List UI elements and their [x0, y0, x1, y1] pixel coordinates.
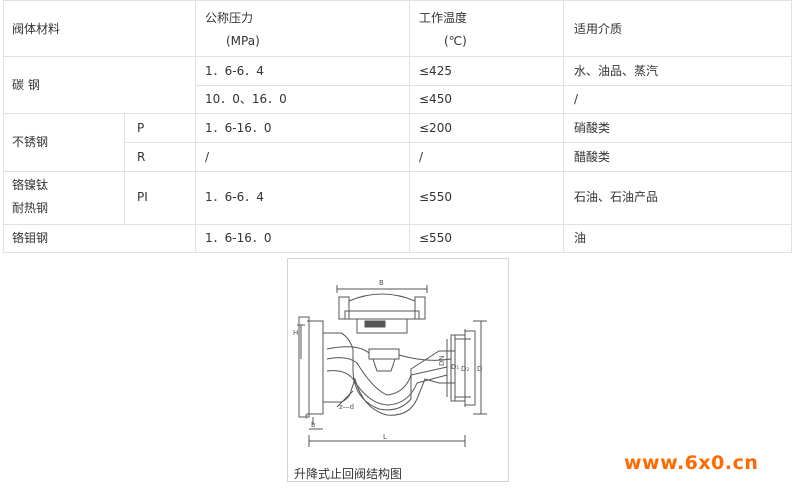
row-stainless-material: 不锈钢 — [12, 135, 49, 149]
row-stainless-pressure-r: / — [205, 150, 210, 164]
dim-label-f: f — [305, 413, 308, 421]
row-cr-mo-pressure: 1．6-16．0 — [205, 231, 272, 245]
row-cr-ni-ti-temperature: ≤550 — [419, 190, 452, 204]
row-cr-ni-ti-code: PI — [137, 190, 148, 204]
header-temperature: 工作温度 — [419, 11, 468, 25]
header-pressure: 公称压力 — [205, 11, 254, 25]
row-stainless-code-r: R — [137, 150, 146, 164]
row-stainless-temperature-p: ≤200 — [419, 121, 452, 135]
dim-label-z-d: z—d — [339, 403, 354, 411]
row-carbon-steel-temperature-1: ≤425 — [419, 64, 452, 78]
row-cr-mo-temperature: ≤550 — [419, 231, 452, 245]
dim-label-d2: D₂ — [461, 365, 469, 373]
dim-label-dn: DN — [438, 355, 446, 366]
row-carbon-steel-material: 碳 钢 — [12, 78, 40, 92]
row-carbon-steel-pressure-1: 1．6-6．4 — [205, 64, 264, 78]
header-material: 阀体材料 — [12, 22, 61, 36]
valve-drawing: B H L b f z—d DN D₁ D₂ D — [293, 279, 487, 447]
figure-caption: 升降式止回阀结构图 — [294, 467, 403, 481]
header-medium: 适用介质 — [574, 22, 623, 36]
row-carbon-steel-pressure-2: 10．0、16．0 — [205, 92, 287, 106]
row-carbon-steel-medium-1: 水、油品、蒸汽 — [574, 64, 659, 78]
row-stainless-medium-r: 醋酸类 — [574, 150, 611, 164]
dim-label-b-top: B — [379, 279, 384, 287]
dim-label-d: D — [477, 365, 482, 373]
row-stainless-code-p: P — [137, 121, 145, 135]
row-stainless-temperature-r: / — [419, 150, 424, 164]
dim-label-l: L — [383, 433, 387, 441]
dim-label-h: H — [293, 329, 298, 337]
header-pressure-unit: (MPa) — [226, 34, 260, 48]
watermark-text: www.6x0.cn — [624, 452, 759, 474]
row-cr-ni-ti-pressure: 1．6-6．4 — [205, 190, 264, 204]
header-temperature-unit: (℃) — [444, 34, 467, 48]
dim-label-d1: D₁ — [451, 363, 459, 371]
row-cr-mo-material: 铬钼钢 — [12, 231, 49, 245]
row-cr-mo-medium: 油 — [574, 231, 587, 245]
row-carbon-steel-medium-2: / — [574, 92, 579, 106]
row-carbon-steel-temperature-2: ≤450 — [419, 92, 452, 106]
row-cr-ni-ti-material-line2: 耐热钢 — [12, 201, 49, 215]
row-cr-ni-ti-medium: 石油、石油产品 — [574, 190, 659, 204]
row-stainless-medium-p: 硝酸类 — [574, 121, 611, 135]
row-cr-ni-ti-material: 铬镍钛 — [12, 178, 49, 192]
row-stainless-pressure-p: 1．6-16．0 — [205, 121, 272, 135]
dim-label-b: b — [311, 421, 316, 429]
